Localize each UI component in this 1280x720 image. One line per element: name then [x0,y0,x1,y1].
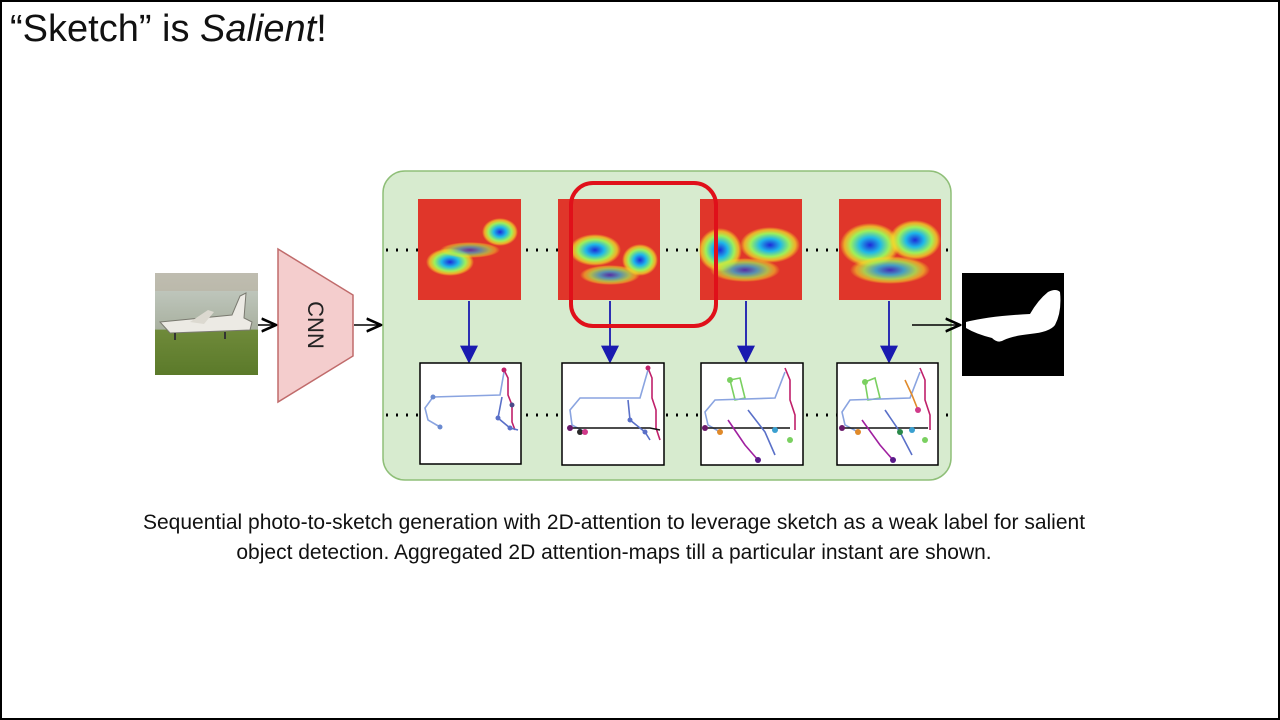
figure-caption: Sequential photo-to-sketch generation wi… [140,508,1088,568]
input-photo [155,273,258,375]
attention-map [698,199,802,300]
cnn-label: CNN [303,301,328,349]
saliency-output [962,273,1064,376]
sketch-panel [562,363,664,465]
sketch-panel [837,363,938,465]
attention-map [558,199,660,300]
cnn-block: CNN [278,249,353,402]
sketch-panel [420,363,521,464]
attention-map [839,199,941,300]
sketch-panel [701,363,803,465]
attention-map [418,199,521,300]
